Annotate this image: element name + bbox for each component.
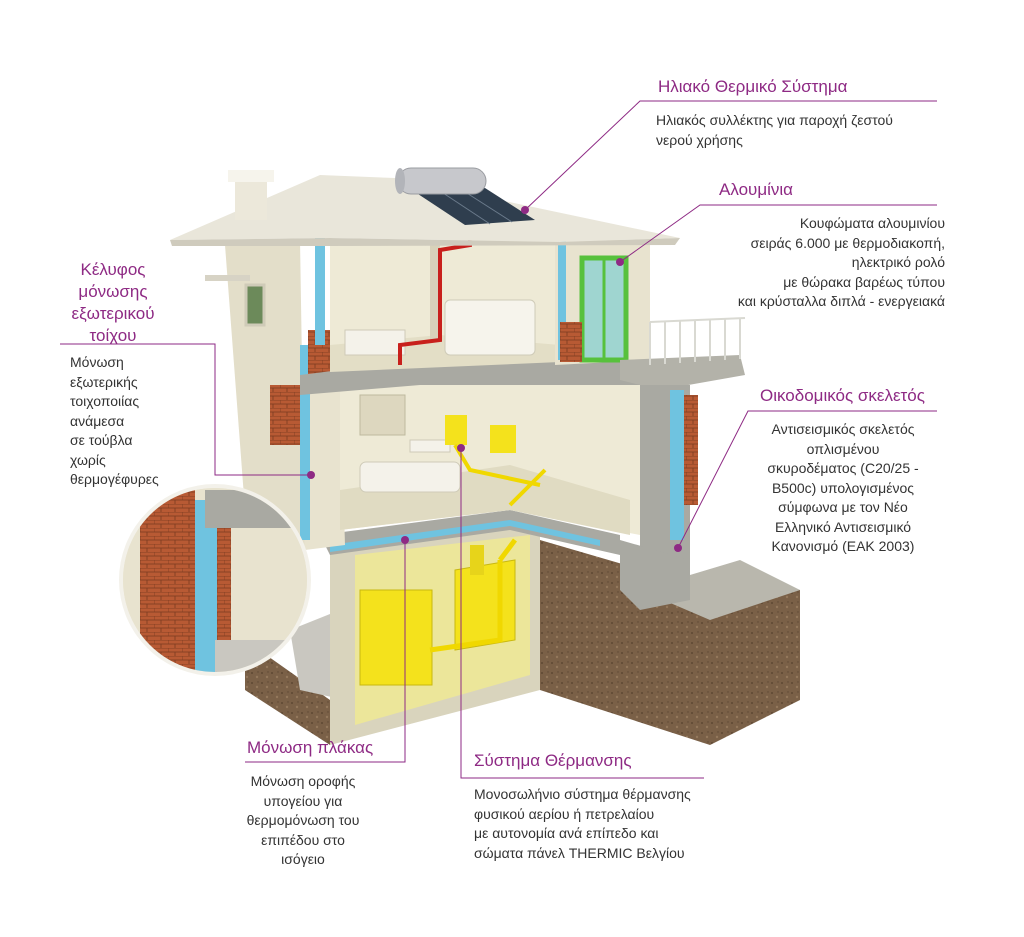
insulation-layer — [670, 390, 684, 540]
interior-wall — [430, 240, 440, 340]
side-window — [244, 283, 266, 327]
boiler-icon — [359, 589, 433, 686]
label-envelope-title: Κέλυφος μόνωσης εξωτερικού τοίχου — [58, 259, 168, 347]
railing-icon — [649, 317, 746, 365]
label-frame-title: Οικοδομικός σκελετός — [760, 386, 925, 405]
brick-wall — [684, 395, 698, 505]
slab-insulation — [330, 520, 600, 552]
label-aluminium-title: Αλουμίνια — [719, 180, 794, 199]
pointer-dots — [307, 206, 682, 552]
pointer-aluminium — [619, 204, 937, 263]
label-heating-title: Σύστημα Θέρμανσης — [474, 751, 632, 770]
sofa-icon — [359, 461, 461, 493]
boiler-flue — [470, 545, 484, 575]
balcony — [620, 355, 745, 390]
label-frame-desc: Αντισεισμικός σκελετός οπλισμένου σκυροδ… — [767, 421, 919, 554]
wall-section-detail — [123, 488, 307, 672]
insulation-layer — [315, 235, 325, 345]
pointer-solar — [524, 100, 937, 211]
bookshelf — [359, 394, 406, 436]
basement-slab — [320, 510, 620, 555]
label-slab-title: Μόνωση πλάκας — [247, 738, 374, 757]
radiator-icon — [445, 415, 467, 445]
desk — [344, 329, 406, 356]
boiler-icon — [454, 559, 516, 651]
brick-wall — [560, 322, 582, 362]
label-aluminium-desc: Κουφώματα αλουμινίου σειράς 6.000 με θερ… — [737, 215, 945, 309]
label-envelope-title-line: εξωτερικού — [71, 304, 155, 323]
label-solar-title: Ηλιακό Θερμικό Σύστημα — [658, 77, 848, 96]
window-sill — [205, 275, 250, 281]
bed-icon — [444, 299, 536, 356]
roof — [170, 175, 680, 242]
foundation-wall — [620, 540, 690, 610]
ground-soil — [245, 640, 330, 745]
radiator-icon — [490, 425, 516, 453]
pointer-slab — [245, 540, 406, 763]
insulation-layer — [300, 345, 310, 540]
pointer-frame — [677, 410, 937, 549]
heating-pipes-basement — [429, 538, 517, 653]
roof-edge — [170, 238, 680, 246]
brick-wall — [270, 385, 300, 445]
label-envelope-title-line: μόνωσης — [78, 282, 148, 301]
pointer-lines — [60, 100, 937, 779]
solar-collector-icon — [395, 167, 535, 225]
label-solar-desc: Ηλιακός συλλέκτης για παροχή ζεστού νερο… — [656, 112, 893, 148]
heating-pipes-ground — [453, 443, 547, 507]
pointer-envelope — [60, 343, 311, 476]
label-slab-desc: Μόνωση οροφής υπογείου για θερμομόνωση τ… — [246, 773, 360, 867]
label-envelope-title-line: τοίχου — [89, 326, 137, 345]
label-heating-desc: Μονοσωλήνιο σύστημα θέρμανσης φυσικού αε… — [474, 786, 691, 861]
ground-floor-left-wall — [300, 380, 345, 550]
label-envelope-desc: Μόνωση εξωτερικής τοιχοποιίας ανάμεσα σε… — [70, 354, 159, 487]
label-envelope-title-line: Κέλυφος — [80, 260, 146, 279]
pointer-heating — [460, 448, 704, 779]
table — [409, 439, 451, 453]
chimney-icon — [228, 170, 274, 220]
insulation-layer — [558, 240, 566, 360]
ground-top-right — [640, 560, 800, 620]
